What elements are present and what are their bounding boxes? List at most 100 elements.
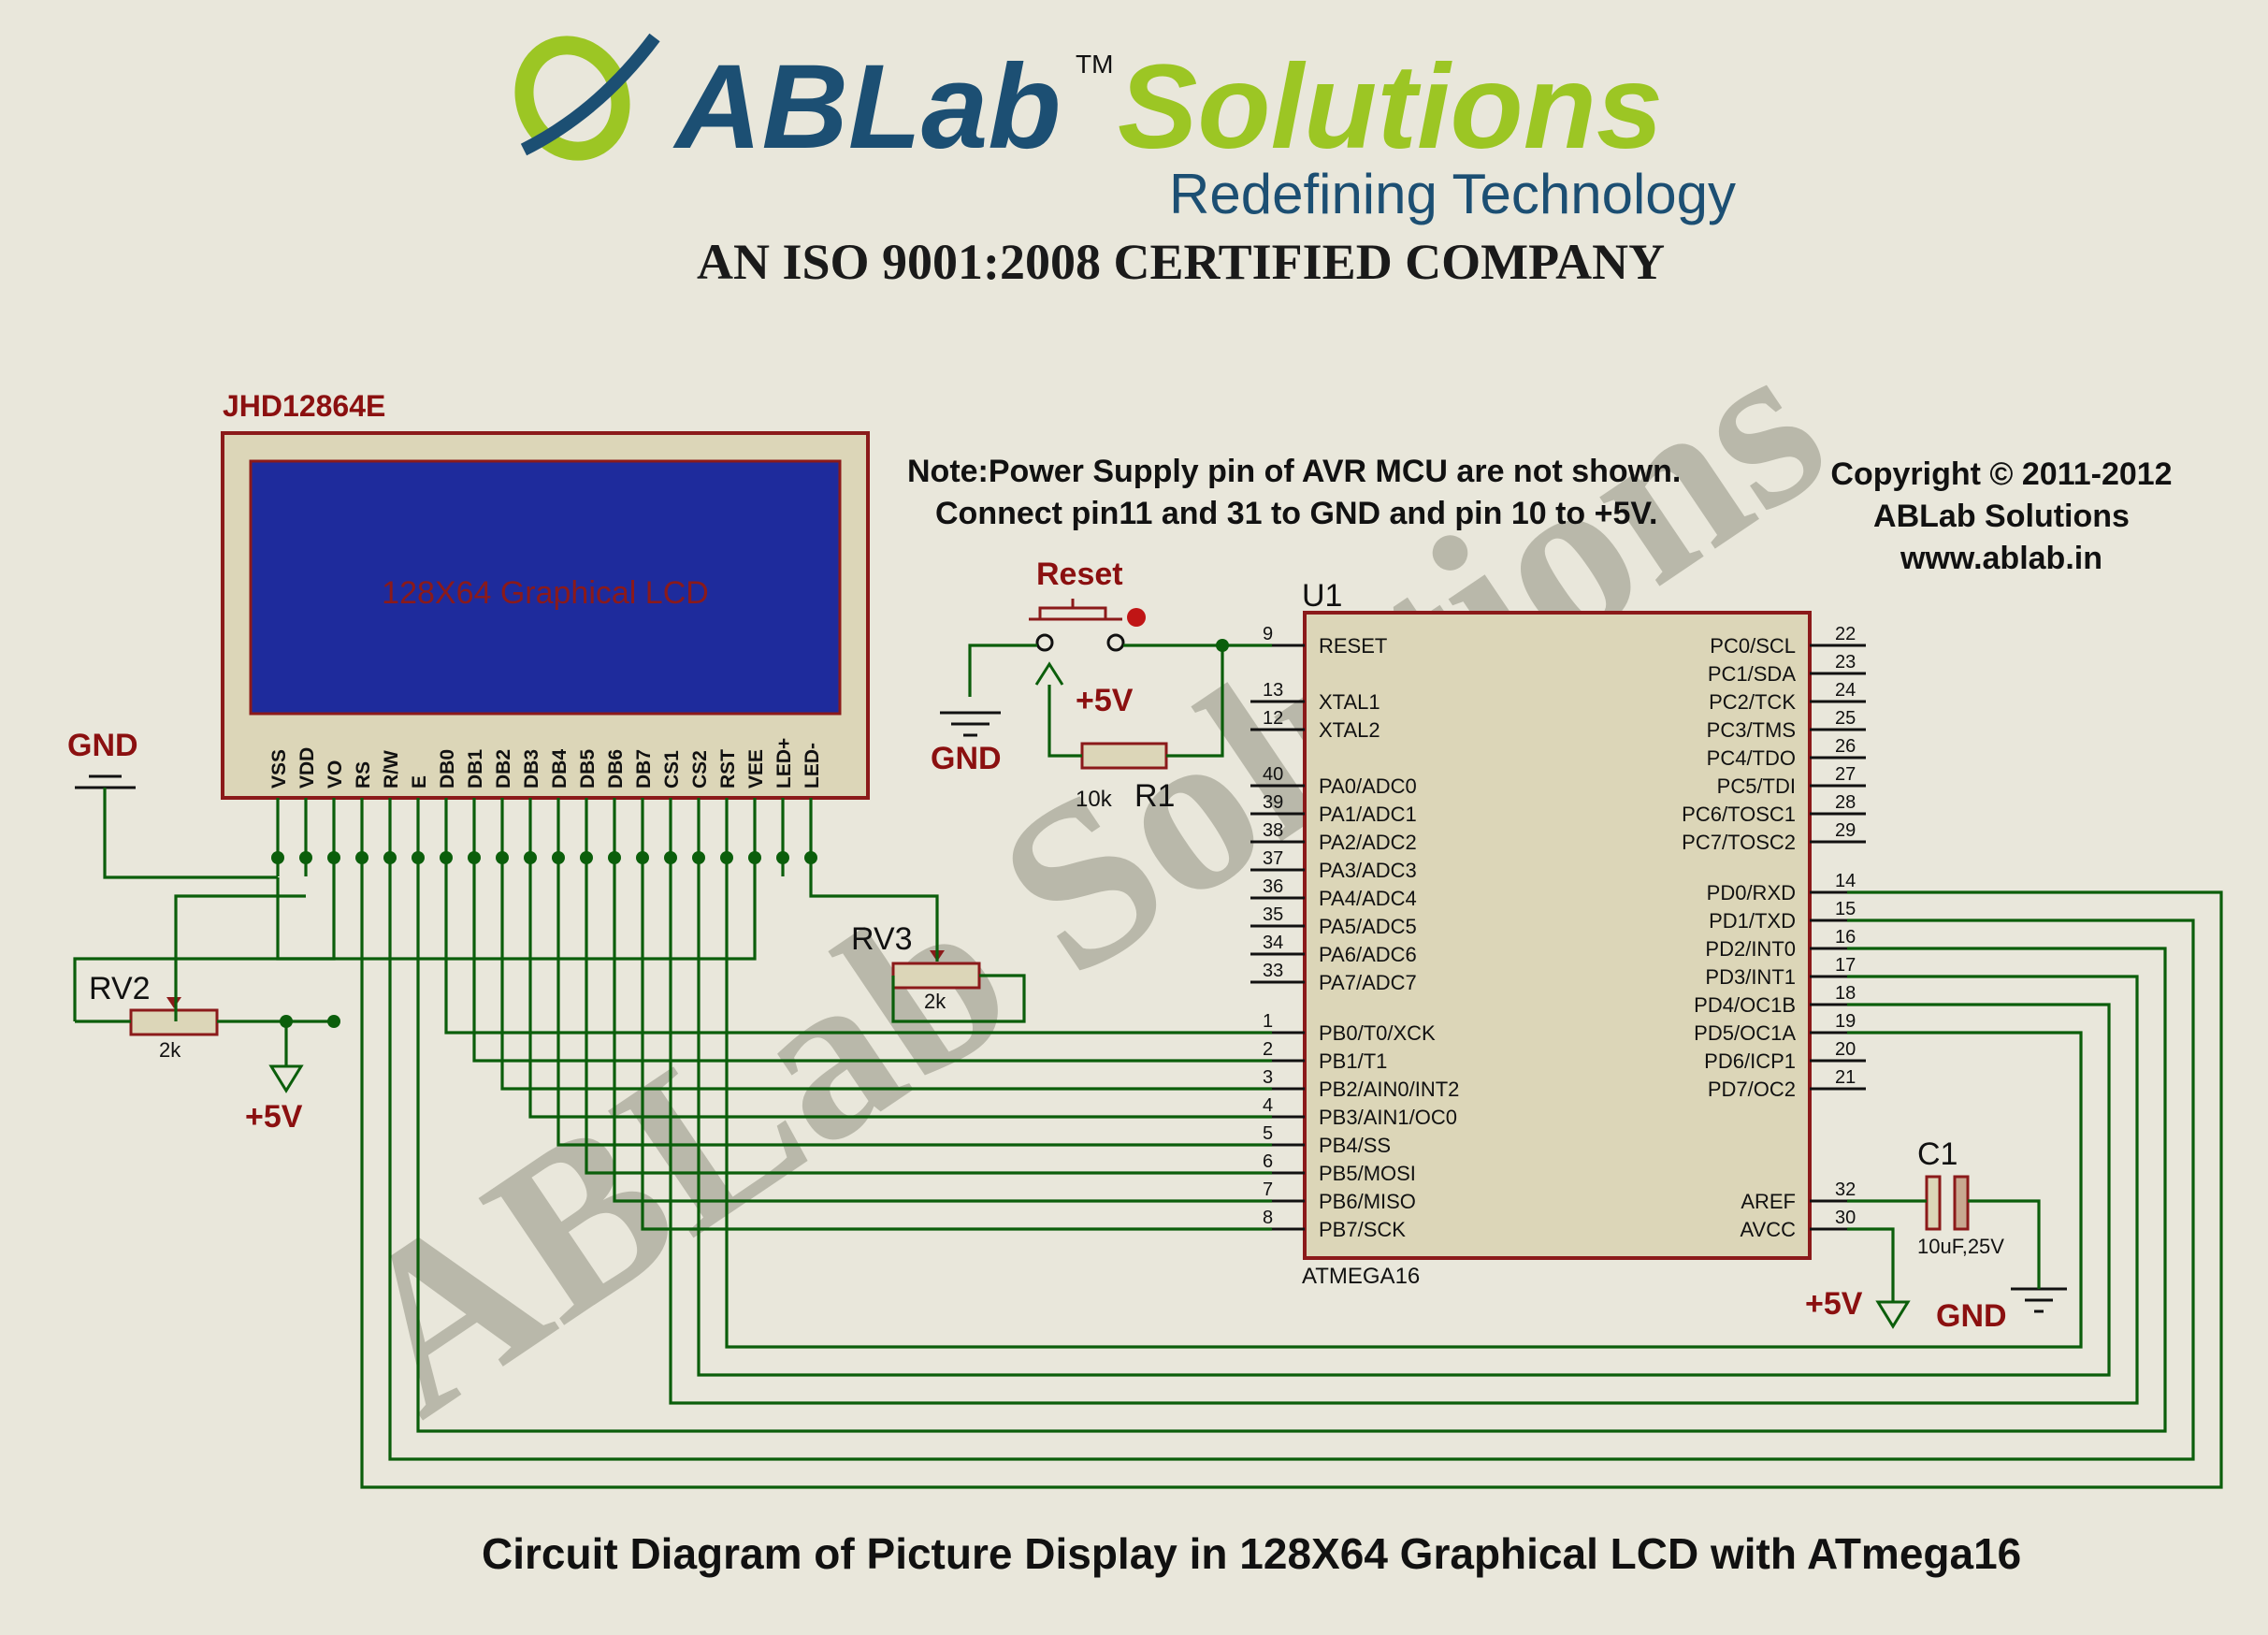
- mcu-pin-number: 30: [1835, 1208, 1856, 1228]
- copyright-line-3: www.ablab.in: [1900, 541, 2102, 576]
- reset-switch-actuator: [1038, 606, 1107, 621]
- c1-ref: C1: [1917, 1136, 1957, 1172]
- lcd-pin-label: CS1: [661, 750, 683, 789]
- mcu-part-label: ATMEGA16: [1302, 1264, 1420, 1289]
- lcd-pin-label: VSS: [268, 749, 290, 789]
- mcu-pin-number: 22: [1835, 624, 1856, 644]
- mcu-pin-name: PA4/ADC4: [1319, 887, 1417, 910]
- lcd-pin-label: RS: [353, 761, 374, 789]
- mcu-pin-number: 25: [1835, 708, 1856, 729]
- mcu-pin-name: PB6/MISO: [1319, 1190, 1416, 1213]
- reset-indicator-icon: [1127, 608, 1146, 627]
- junction-dot: [327, 851, 340, 864]
- mcu-pin-name: PD1/TXD: [1709, 909, 1796, 933]
- r1-body: [1080, 742, 1168, 770]
- mcu-pin-number: 4: [1263, 1095, 1273, 1116]
- mcu-pin-name: PC5/TDI: [1717, 774, 1796, 798]
- resistor-r1: 10k R1: [1076, 742, 1175, 814]
- junction-dot: [636, 851, 649, 864]
- mcu-pin-name: PB3/AIN1/OC0: [1319, 1106, 1457, 1129]
- mcu-pin-number: 17: [1835, 955, 1856, 976]
- mcu-pin-name: PB2/AIN0/INT2: [1319, 1078, 1459, 1101]
- mcu-pin-name: PD4/OC1B: [1694, 993, 1796, 1017]
- mcu-pin-number: 8: [1263, 1208, 1273, 1228]
- vcc-label-rv2: +5V: [245, 1099, 303, 1135]
- mcu-pin-number: 24: [1835, 680, 1856, 701]
- mcu-pin-number: 26: [1835, 736, 1856, 757]
- note-line-1: Note:Power Supply pin of AVR MCU are not…: [907, 454, 1681, 489]
- copyright-line-1: Copyright © 2011-2012: [1830, 456, 2172, 492]
- junction-dot: [664, 851, 677, 864]
- mcu-pin-name: PB5/MOSI: [1319, 1162, 1416, 1185]
- ground-symbol-icon: [2011, 1287, 2067, 1313]
- mcu-pin-name: PA2/ADC2: [1319, 831, 1417, 854]
- mcu-pin-name: PC2/TCK: [1709, 690, 1796, 714]
- logo-swoosh-icon: [514, 33, 660, 161]
- mcu-pin-name: AVCC: [1741, 1218, 1797, 1241]
- junction-dot: [355, 851, 368, 864]
- rv3-body: [891, 962, 981, 990]
- lcd-screen: [249, 459, 842, 716]
- mcu-pin-number: 1: [1263, 1011, 1273, 1032]
- junction-dot: [468, 851, 481, 864]
- mcu-pin-number: 20: [1835, 1039, 1856, 1060]
- mcu-pin-number: 21: [1835, 1067, 1856, 1088]
- mcu-pin-number: 34: [1263, 933, 1283, 953]
- mcu-pin-name: RESET: [1319, 634, 1387, 658]
- lcd-screen-text: 128X64 Graphical LCD: [382, 575, 709, 611]
- mcu-pin-name: AREF: [1741, 1190, 1796, 1213]
- r1-value: 10k: [1076, 787, 1113, 812]
- mcu-pin-name: PD5/OC1A: [1694, 1021, 1796, 1045]
- logo-trademark: TM: [1076, 50, 1113, 79]
- potentiometer-rv3: RV3 2k: [851, 921, 981, 1013]
- mcu-pin-number: 27: [1835, 764, 1856, 785]
- mcu-pin-number: 29: [1835, 820, 1856, 841]
- lcd-pin-label: DB2: [493, 749, 514, 789]
- rv2-body: [129, 1008, 219, 1036]
- lcd-pin-label: CS2: [689, 750, 711, 789]
- lcd-pin-label: E: [409, 775, 430, 789]
- mcu-pin-number: 33: [1263, 961, 1283, 981]
- lcd-pin-label: DB0: [437, 749, 458, 789]
- lcd-pin-label: DB6: [605, 749, 627, 789]
- mcu-pin-number: 36: [1263, 876, 1283, 897]
- mcu-pin-name: PC3/TMS: [1707, 718, 1796, 742]
- potentiometer-rv2: RV2 2k: [89, 971, 219, 1062]
- lcd-pin-label: R/W: [381, 750, 402, 789]
- mcu-pin-name: PC6/TOSC1: [1682, 803, 1796, 826]
- junction-dot: [804, 851, 817, 864]
- lcd-pin-label: DB3: [521, 749, 542, 789]
- gnd-label-lcd: GND: [67, 728, 138, 763]
- mcu-pin-number: 40: [1263, 764, 1283, 785]
- junction-dot: [271, 851, 284, 864]
- mcu-pin-number: 14: [1835, 871, 1856, 891]
- mcu-pin-name: PA1/ADC1: [1319, 803, 1417, 826]
- certification-text: AN ISO 9001:2008 CERTIFIED COMPANY: [697, 234, 1665, 290]
- mcu-pin-name: PA3/ADC3: [1319, 859, 1417, 882]
- reset-label: Reset: [1036, 557, 1123, 592]
- mcu-right-pins: 22PC0/SCL23PC1/SDA24PC2/TCK25PC3/TMS26PC…: [1682, 624, 1866, 1241]
- mcu-pin-name: PA5/ADC5: [1319, 915, 1417, 938]
- mcu-body: [1303, 611, 1812, 1260]
- mcu-pin-name: PC4/TDO: [1707, 746, 1796, 770]
- junction-dot: [776, 851, 789, 864]
- mcu-pin-number: 39: [1263, 792, 1283, 813]
- lcd-pin-label: VEE: [745, 749, 767, 789]
- copyright-line-2: ABLab Solutions: [1873, 499, 2130, 534]
- lcd-pin-label: DB5: [577, 749, 599, 789]
- junction-dot: [412, 851, 425, 864]
- mcu-pin-number: 15: [1835, 899, 1856, 919]
- mcu-pin-name: PB7/SCK: [1319, 1218, 1406, 1241]
- mcu-pin-number: 18: [1835, 983, 1856, 1004]
- diagram-caption: Circuit Diagram of Picture Display in 12…: [482, 1529, 2021, 1578]
- mcu-pin-name: PD6/ICP1: [1704, 1049, 1796, 1073]
- mcu-pin-name: PC7/TOSC2: [1682, 831, 1796, 854]
- rv2-value: 2k: [159, 1038, 181, 1062]
- mcu-pin-number: 23: [1835, 652, 1856, 673]
- mcu-pin-name: PA6/ADC6: [1319, 943, 1417, 966]
- mcu-pin-name: PA0/ADC0: [1319, 774, 1417, 798]
- vcc-label-r1: +5V: [1076, 683, 1134, 718]
